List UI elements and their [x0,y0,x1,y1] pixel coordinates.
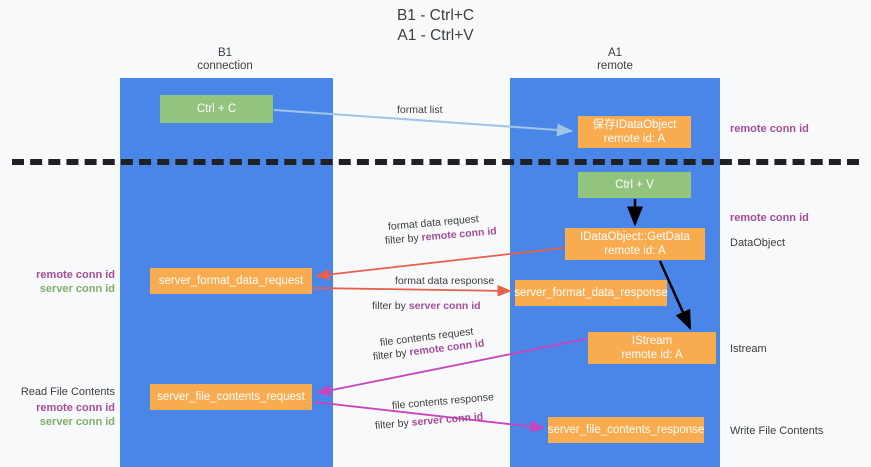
box-ctrl-v[interactable]: Ctrl + V [578,172,691,198]
annotation-server-conn-id: server conn id [39,416,115,428]
lane-header-b1: B1 connection [197,47,253,72]
box-idataobject-getdata[interactable]: IDataObject::GetData remote id: A [565,228,705,260]
box-istream[interactable]: IStream remote id: A [588,332,716,364]
filter-key-server-conn-id: server conn id [408,300,481,312]
lane-header-a1: A1 remote [597,47,633,72]
box-ctrl-c[interactable]: Ctrl + C [160,95,273,123]
diagram-title: B1 - Ctrl+C A1 - Ctrl+V [396,7,475,44]
annotation-read-file-contents: Read File Contents [20,386,115,398]
edge-label-format-list: format list [397,104,443,116]
filter-prefix: filter by [374,416,413,432]
box-idataobject[interactable]: 保存IDataObject remote id: A [578,116,691,148]
annotation-dataobject: DataObject [730,237,786,249]
filter-prefix: filter by [372,346,411,363]
annotation-left-conn-ids-2: remote conn id server conn id [20,401,115,429]
filter-key-server-conn-id: server conn id [411,410,484,429]
filter-prefix: filter by [384,231,423,247]
box-server-format-data-response[interactable]: server_format_data_response [514,280,668,306]
annotation-server-conn-id: server conn id [39,283,115,295]
annotation-istream: Istream [730,343,767,355]
connector-format-data-response [312,285,512,297]
annotation-remote-conn-id-top: remote conn id [730,123,809,135]
edge-label-file-contents-response-filter: filter by server conn id [374,410,483,433]
annotation-remote-conn-id-mid: remote conn id [730,212,809,224]
box-server-file-contents-response[interactable]: server_file_contents_response [548,417,704,443]
edge-label-format-data-response: format data response [395,275,495,287]
edge-label-format-data-response-filter: filter by server conn id [372,299,481,313]
box-server-format-data-request[interactable]: server_format_data_request [150,268,312,294]
annotation-remote-conn-id: remote conn id [36,269,115,281]
box-server-file-contents-request[interactable]: server_file_contents_request [150,384,312,410]
annotation-write-file-contents: Write File Contents [730,425,824,437]
annotation-left-conn-ids: remote conn id server conn id [20,268,115,296]
filter-prefix: filter by [372,300,409,312]
annotation-remote-conn-id: remote conn id [36,402,115,414]
phase-divider [12,159,859,165]
